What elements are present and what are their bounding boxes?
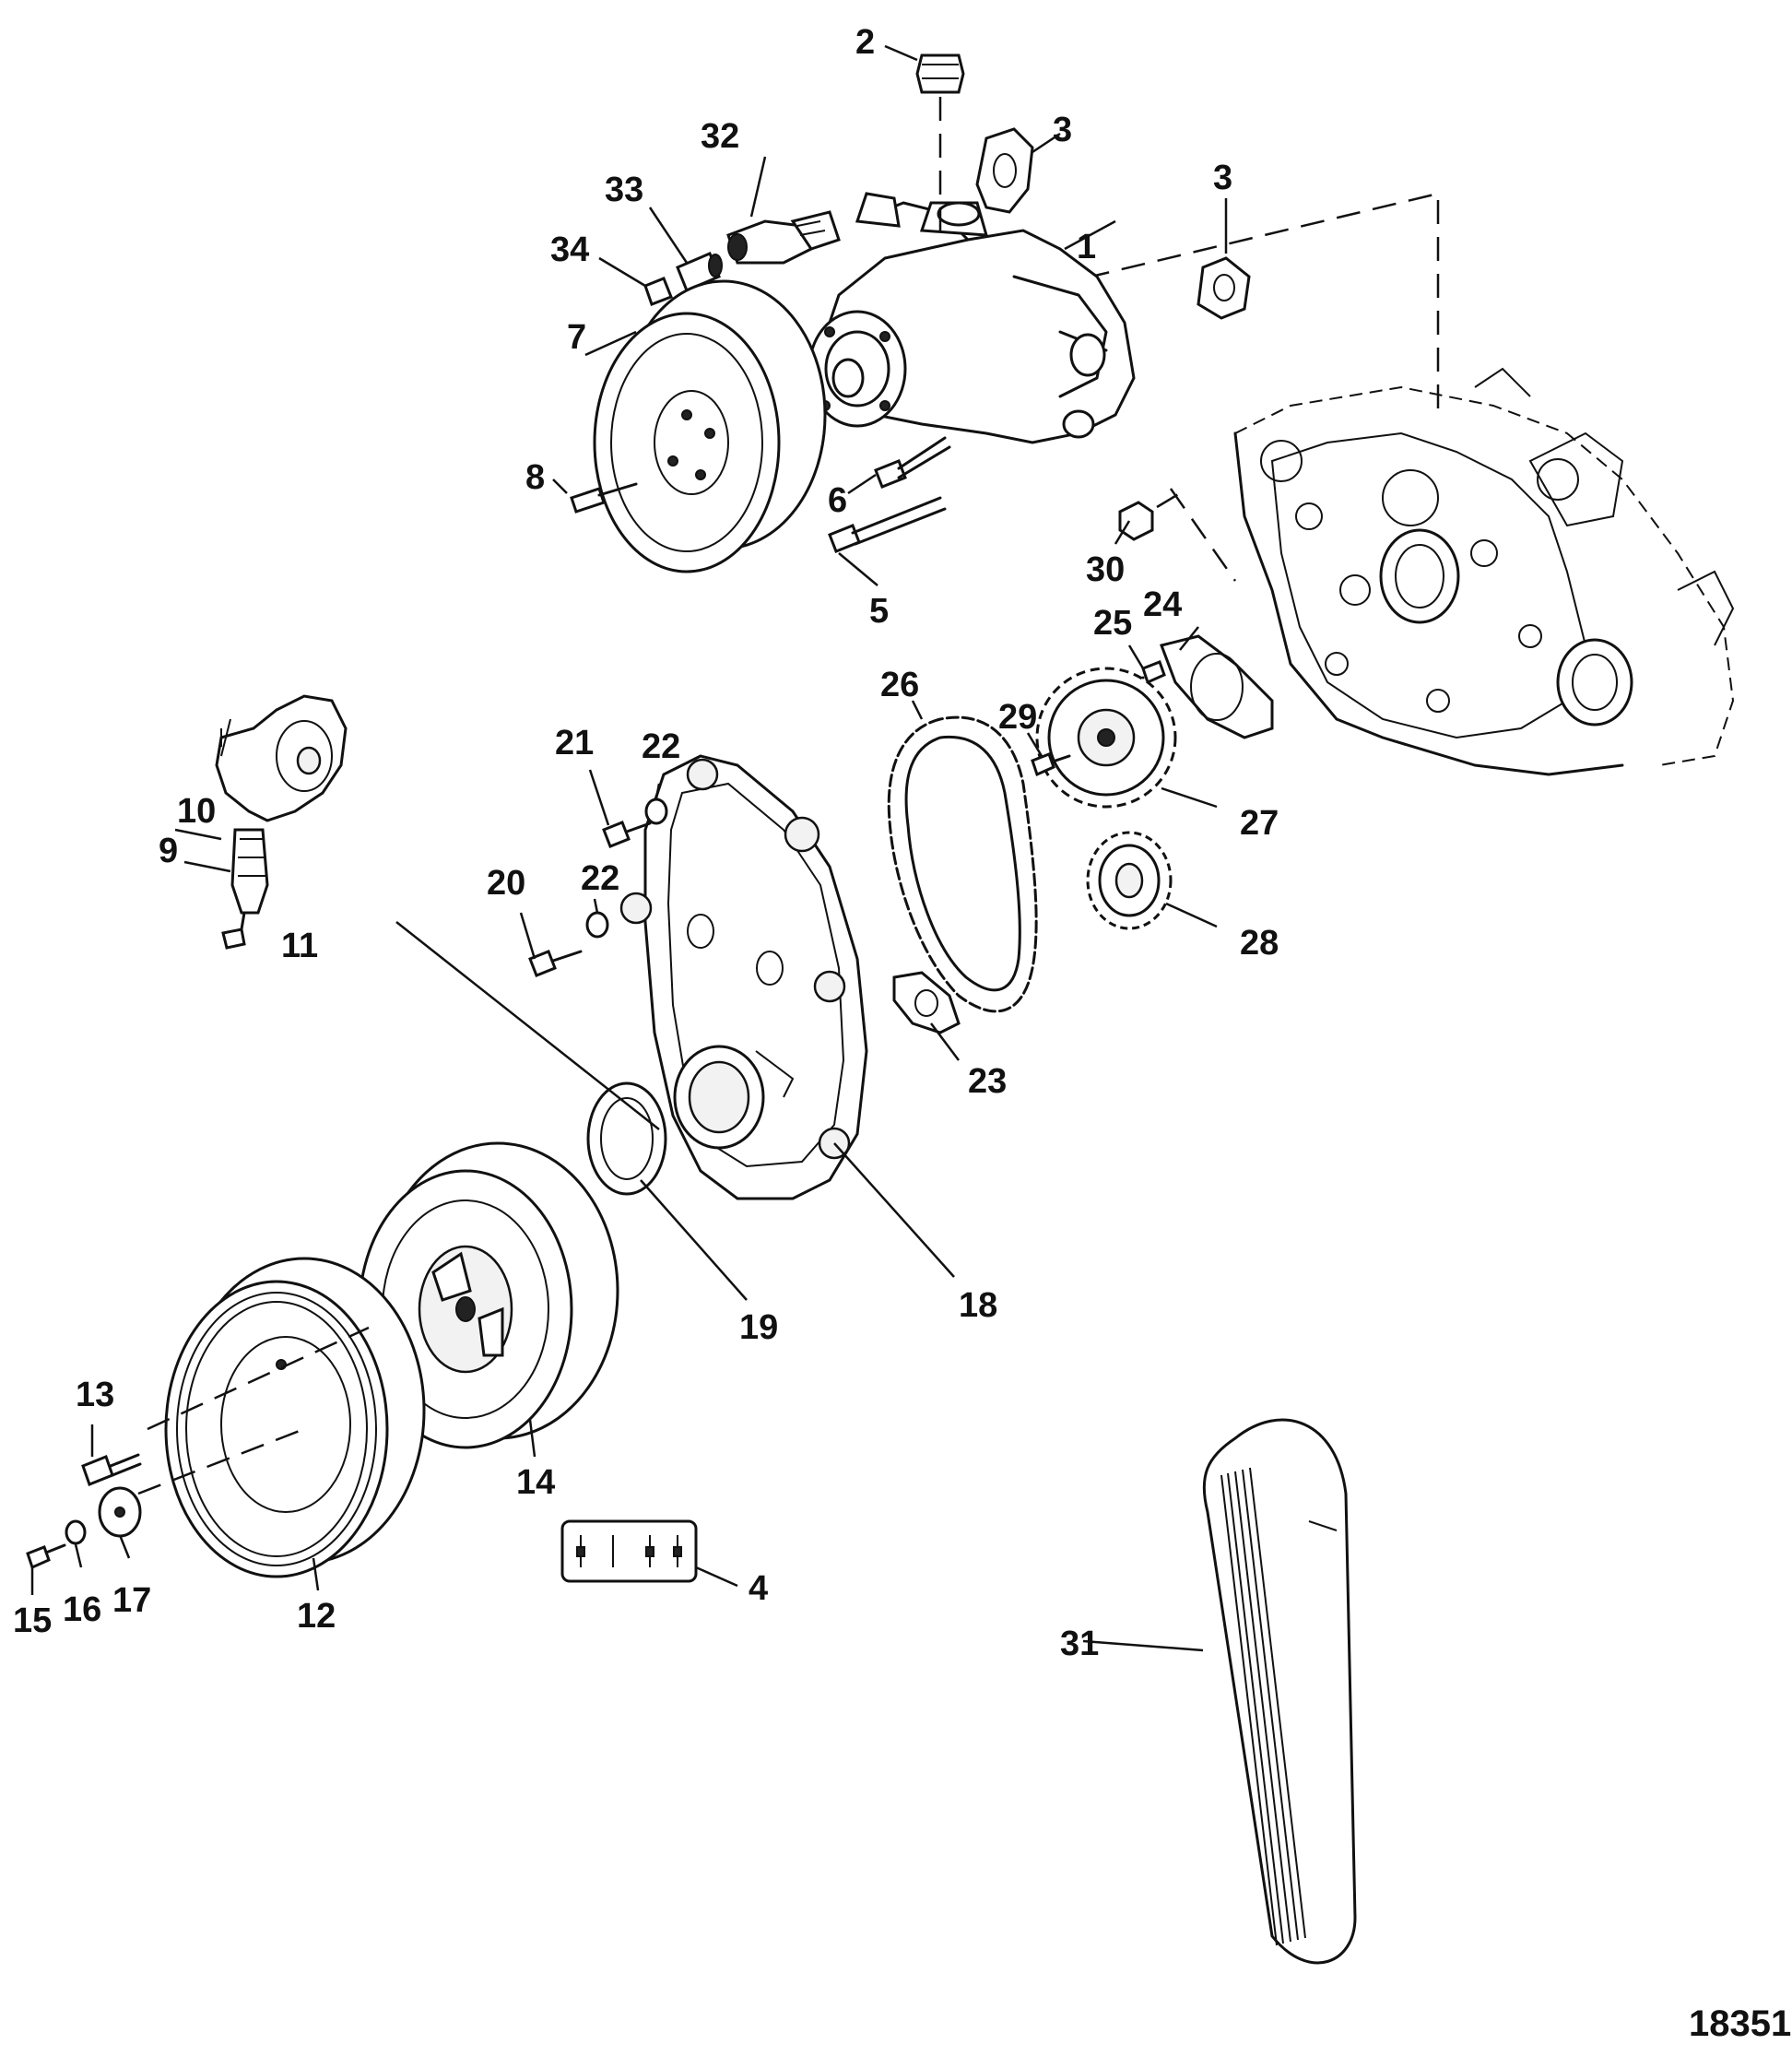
callout-34: 34	[550, 230, 589, 269]
sprocket-bolt-shank	[1051, 754, 1071, 763]
engine-block	[1233, 367, 1735, 776]
oil-slinger	[892, 971, 961, 1034]
inset-leader	[395, 921, 660, 1130]
serpentine-belt	[1202, 1418, 1357, 1965]
cover-bolt-upper	[602, 821, 652, 848]
callout-10: 10	[177, 792, 216, 831]
callout-17: 17	[112, 1581, 151, 1620]
callout-25: 25	[1093, 604, 1132, 643]
pump-stud-long	[828, 496, 947, 553]
callout-13: 13	[76, 1376, 114, 1414]
sprocket-bolt	[1031, 752, 1055, 777]
plate-bolt	[1141, 660, 1166, 685]
gasket-pump-right	[1197, 256, 1251, 320]
nut-dash	[1156, 491, 1181, 509]
washer-upper	[644, 798, 668, 825]
callout-5: 5	[869, 592, 889, 631]
callout-8: 8	[525, 458, 545, 497]
callout-28: 28	[1240, 924, 1279, 963]
water-pump-pulley	[593, 279, 827, 573]
callout-24: 24	[1143, 585, 1182, 624]
timing-chain	[887, 715, 1038, 1013]
plate-to-block-line	[1169, 488, 1237, 582]
crank-sprocket	[1086, 831, 1173, 930]
pulley-bolt-dash	[147, 1326, 370, 1431]
washer-lower	[585, 911, 609, 939]
callout-6: 6	[828, 481, 847, 520]
callout-1: 1	[1077, 228, 1096, 266]
callout-12: 12	[297, 1597, 336, 1636]
callout-9: 9	[159, 832, 178, 870]
pipe-plug	[915, 53, 965, 94]
water-pump	[808, 192, 1136, 444]
callout-14: 14	[516, 1463, 555, 1502]
hose-fitting	[726, 210, 841, 265]
callout-23: 23	[968, 1062, 1007, 1101]
crank-pulley-bolt	[81, 1453, 142, 1486]
gasket-pump-left	[975, 127, 1034, 214]
callout-22-upper: 22	[642, 727, 680, 766]
front-cover	[619, 754, 868, 1200]
callout-19: 19	[739, 1308, 778, 1347]
small-plug	[643, 277, 673, 306]
inset-tensioner-view	[215, 694, 348, 950]
washer-dash	[137, 1427, 305, 1495]
figure-number: 18351	[1689, 2003, 1791, 2044]
callout-7: 7	[567, 318, 586, 357]
callout-2: 2	[855, 23, 875, 62]
crank-pulley	[164, 1257, 426, 1578]
callout-16: 16	[63, 1590, 101, 1629]
callout-27: 27	[1240, 804, 1279, 843]
callout-22-lower: 22	[581, 859, 619, 898]
callout-labels: 1 2 3 3 4 5 6 7 8 9 10 11 12 13 14 15 16…	[13, 23, 1279, 1663]
small-bolt	[26, 1543, 66, 1570]
lock-washer	[65, 1519, 87, 1545]
callout-3-block: 3	[1213, 159, 1232, 197]
callout-20: 20	[487, 864, 525, 903]
callout-11: 11	[281, 927, 318, 965]
pump-bolt-short	[874, 436, 951, 489]
callout-30: 30	[1086, 550, 1125, 589]
pulley-bolt	[570, 482, 638, 514]
crank-seal	[586, 1081, 667, 1196]
callout-33: 33	[605, 171, 643, 209]
callout-26: 26	[880, 666, 919, 704]
cover-bolt-lower	[528, 950, 583, 977]
cam-sprocket	[1035, 667, 1177, 809]
leader-lines	[30, 44, 1228, 1652]
callout-15: 15	[13, 1601, 52, 1640]
gasket-pump-right-hole	[1213, 274, 1235, 301]
thrust-plate	[1160, 634, 1274, 739]
callout-18: 18	[959, 1286, 997, 1325]
parts-kit	[560, 1519, 698, 1583]
callout-29: 29	[998, 698, 1037, 737]
callout-32: 32	[701, 117, 739, 156]
flat-washer-hole	[114, 1507, 125, 1518]
reducer-fitting	[676, 252, 723, 292]
gasket-pump-left-hole	[993, 153, 1017, 188]
nut	[1118, 501, 1154, 541]
callout-3-pump: 3	[1053, 111, 1072, 149]
callout-31: 31	[1060, 1625, 1099, 1663]
callout-4: 4	[749, 1569, 768, 1608]
callout-21: 21	[555, 724, 594, 762]
